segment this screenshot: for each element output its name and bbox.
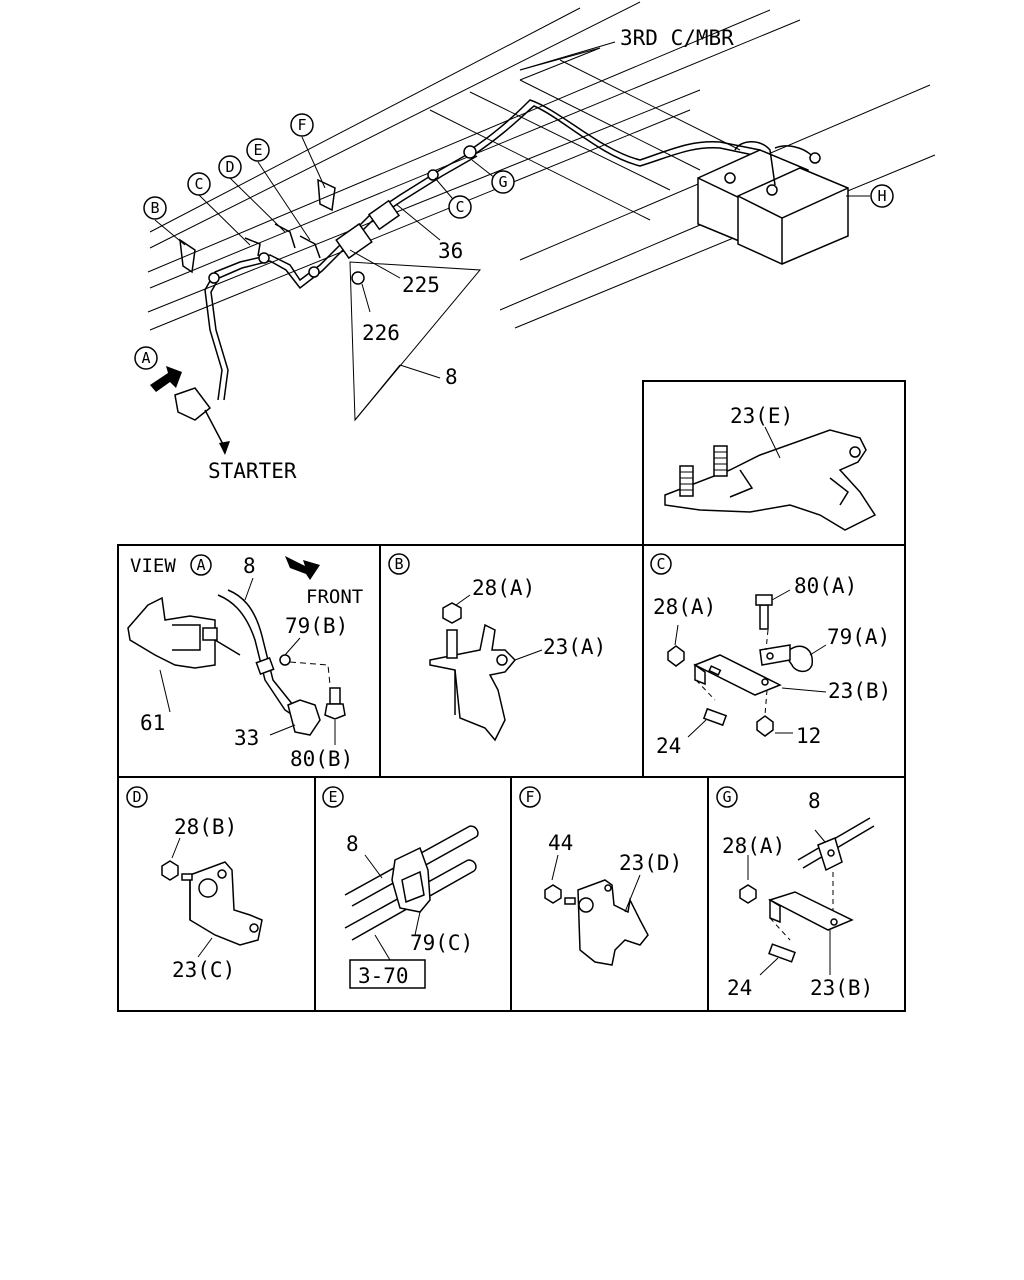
svg-text:C: C [194,175,203,193]
panel-f-part-44-label: 44 [548,831,573,855]
panel-d-drawing [161,837,263,958]
panel-c-circle: C [650,553,672,575]
part-226-label: 226 [362,321,400,345]
view-a-part-79b-label: 79(B) [285,614,348,638]
svg-text:F: F [525,788,534,806]
svg-text:B: B [150,199,159,217]
panel-d-part-23c-label: 23(C) [172,958,235,982]
panel-e-circle: E [322,786,344,808]
panel-g-frame [707,776,906,1012]
panel-f-part-23d-label: 23(D) [619,851,682,875]
panel-c-part-12-label: 12 [796,724,821,748]
callout-e: E [246,138,270,162]
panel-e-part-79c-label: 79(C) [410,931,473,955]
svg-text:A: A [196,556,205,574]
panel-b-part-23a-label: 23(A) [543,635,606,659]
member-label: 3RD C/MBR [620,26,734,50]
callout-c-left: C [187,172,211,196]
panel-b-circle: B [388,553,410,575]
svg-text:C: C [455,198,464,216]
panel-e-ref-label: 3-70 [358,964,409,988]
panel-c-part-24-label: 24 [656,734,681,758]
view-a-part-80b-label: 80(B) [290,747,353,771]
view-a-part-8-label: 8 [243,554,256,578]
starter-label: STARTER [208,459,297,483]
panel-g-drawing [739,817,875,976]
panel-c-part-80a-label: 80(A) [794,574,857,598]
front-label: FRONT [306,586,363,608]
view-a-circle: A [190,554,212,576]
svg-text:D: D [132,788,141,806]
svg-text:E: E [328,788,337,806]
svg-text:B: B [394,555,403,573]
part-23e-label: 23(E) [730,404,793,428]
svg-text:C: C [656,555,665,573]
part-225-label: 225 [402,273,440,297]
svg-text:G: G [498,173,507,191]
panel-b-part-28a-label: 28(A) [472,576,535,600]
svg-text:D: D [225,158,234,176]
callout-g: G [491,170,515,194]
svg-text:E: E [253,141,262,159]
view-a-part-33-label: 33 [234,726,259,750]
panel-g-part-24-label: 24 [727,976,752,1000]
front-arrow-icon [285,556,320,580]
panel-c-part-79a-label: 79(A) [827,625,890,649]
panel-c-drawing [667,589,827,738]
panel-c-part-23b-label: 23(B) [828,679,891,703]
view-word: VIEW [130,555,176,577]
callout-a: A [134,346,158,370]
part-8-label: 8 [445,365,458,389]
panel-f-drawing [544,854,649,966]
view-a-part-61-label: 61 [140,711,165,735]
chassis-frame-drawing [147,1,936,455]
part-36-label: 36 [438,239,463,263]
panel-d-circle: D [126,786,148,808]
callout-h: H [870,184,894,208]
panel-b-drawing [429,594,543,742]
panel-g-part-23b-label: 23(B) [810,976,873,1000]
svg-text:H: H [877,187,886,205]
panel-e-drawing [344,825,479,961]
panel-c-part-28a-label: 28(A) [653,595,716,619]
panel-g-circle: G [716,786,738,808]
callout-f: F [290,113,314,137]
panel-d-part-28b-label: 28(B) [174,815,237,839]
callout-b: B [143,196,167,220]
svg-text:F: F [297,116,306,134]
svg-text:G: G [722,788,731,806]
callout-d: D [218,155,242,179]
panel-e-part-8-label: 8 [346,832,359,856]
panel-f-circle: F [519,786,541,808]
callout-c-right: C [448,195,472,219]
view-a-drawing [127,577,346,745]
svg-text:A: A [141,349,150,367]
bracket-23e-drawing [664,426,877,531]
panel-g-part-28a-label: 28(A) [722,834,785,858]
panel-e-ref-box [349,959,426,989]
panel-g-part-8-label: 8 [808,789,821,813]
